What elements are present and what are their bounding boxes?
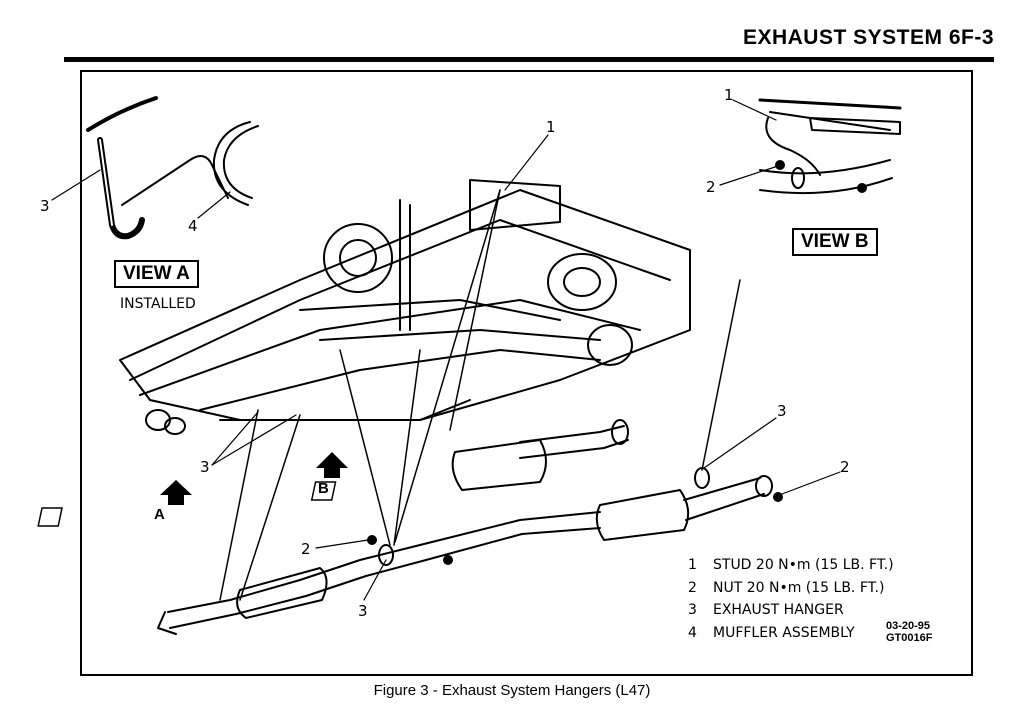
exhaust-system: [157, 419, 783, 635]
installation-lines: [219, 189, 741, 601]
vehicle-underbody: [119, 179, 691, 435]
callout-view-a-4: 4: [188, 217, 198, 235]
arrow-a-label: A: [154, 506, 165, 523]
callout-main-3-left: 3: [200, 458, 210, 476]
figure-frame: [80, 70, 973, 676]
page-header-title: EXHAUST SYSTEM 6F-3: [742, 26, 994, 49]
view-b-label: VIEW B: [792, 228, 878, 256]
view-a-installed-note: INSTALLED: [120, 296, 196, 312]
direction-arrow-b: [310, 452, 348, 501]
view-a-detail: [86, 96, 259, 240]
callout-main-3-bottom: 3: [358, 602, 368, 620]
view-a-label: VIEW A: [114, 260, 199, 288]
callout-main-2-left: 2: [301, 540, 311, 558]
figure-caption: Figure 3 - Exhaust System Hangers (L47): [373, 682, 651, 699]
callout-leaders: [51, 99, 841, 601]
figure-date-code: 03-20-95: [886, 620, 931, 632]
callout-view-a-3: 3: [40, 197, 50, 215]
direction-arrow-a: [37, 480, 192, 527]
callout-main-1: 1: [546, 118, 556, 136]
callout-view-b-2: 2: [706, 178, 716, 196]
callout-main-2-right: 2: [840, 458, 850, 476]
arrow-b-label: B: [318, 480, 329, 497]
callout-view-b-1: 1: [724, 86, 734, 104]
figure-id-code: GT0016F: [886, 632, 933, 644]
header-rule: [64, 57, 994, 62]
callout-main-3-right: 3: [777, 402, 787, 420]
view-b-detail: [758, 98, 902, 195]
